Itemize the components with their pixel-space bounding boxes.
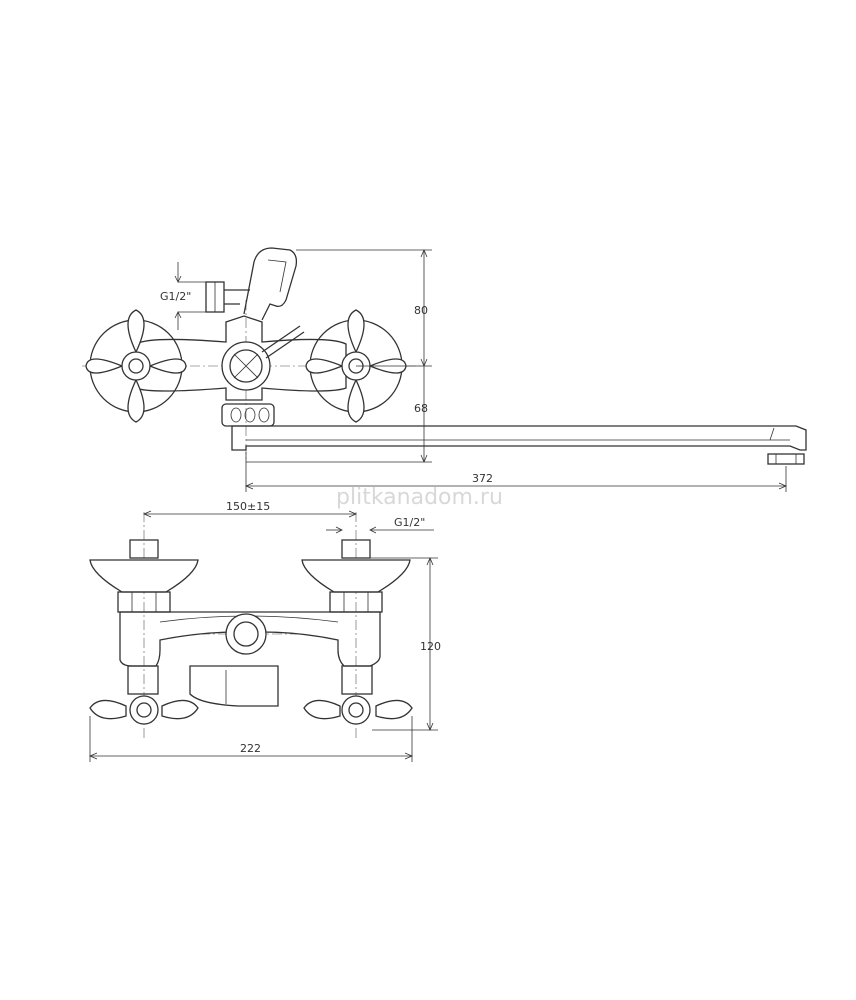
watermark: plitkanadom.ru xyxy=(336,485,503,510)
dim-center-distance: 150±15 xyxy=(226,500,270,513)
dim-spout-372: 372 xyxy=(472,472,493,485)
dim-thread-front: G1/2" xyxy=(394,516,425,529)
dim-height-120: 120 xyxy=(420,640,441,653)
dim-height-80: 80 xyxy=(414,304,428,317)
dim-thread-top: G1/2" xyxy=(160,290,191,303)
top-view: G1/2" 80 68 372 xyxy=(82,247,807,492)
dim-width-222: 222 xyxy=(240,742,261,755)
front-view: 150±15 G1/2" 120 222 xyxy=(88,500,441,762)
dim-height-68: 68 xyxy=(414,402,428,415)
